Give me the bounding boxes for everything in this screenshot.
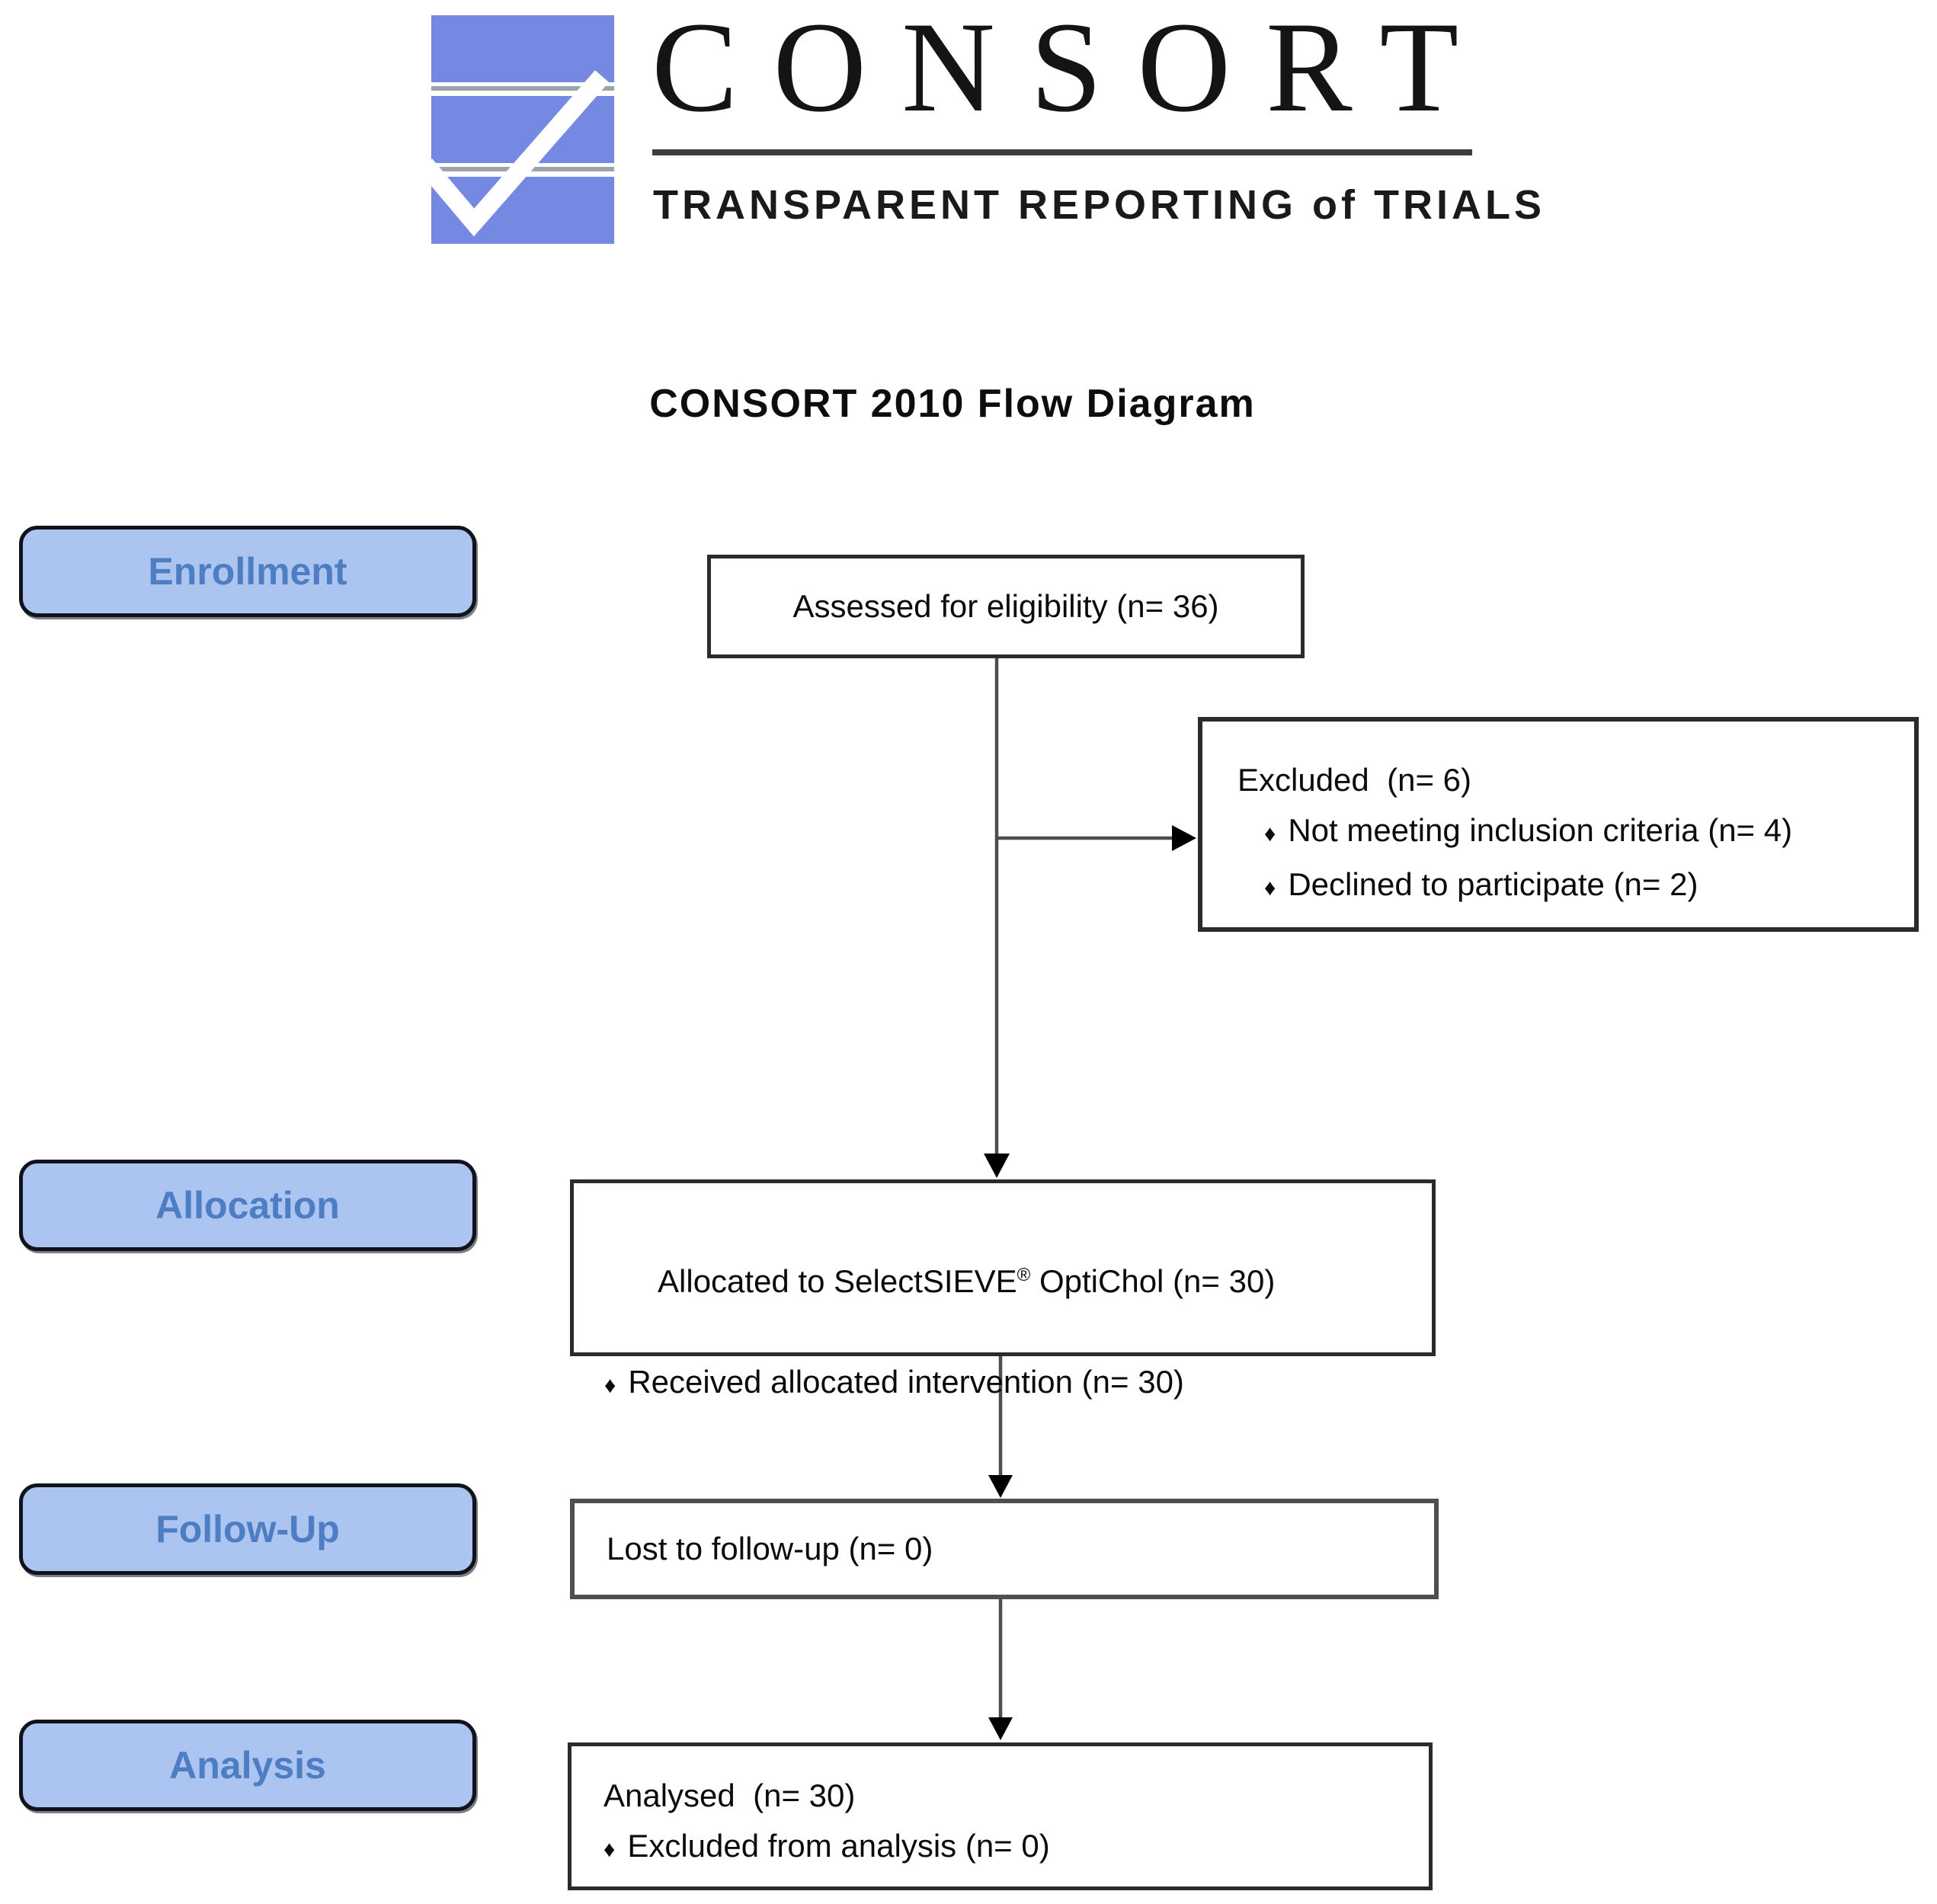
- registered-trademark-icon: ®: [1017, 1265, 1031, 1285]
- stage-label-text: Follow-Up: [155, 1508, 340, 1550]
- bullet-diamond-icon: ♦: [604, 1373, 616, 1398]
- bullet-diamond-icon: ♦: [1264, 821, 1276, 846]
- excluded-bullet-text: Not meeting inclusion criteria (n= 4): [1288, 812, 1793, 848]
- allocated-box: Allocated to SelectSIEVE® OptiChol (n= 3…: [570, 1179, 1436, 1400]
- stage-label-text: Allocation: [155, 1184, 340, 1227]
- consort-check-logo-icon: [431, 15, 614, 244]
- allocated-bullet-item: ♦ Received allocated intervention (n= 30…: [604, 1357, 1417, 1411]
- logo-gap-line: [431, 86, 614, 91]
- arrow-assessed-to-allocated: [984, 658, 1010, 1178]
- analysed-bullet-text: Excluded from analysis (n= 0): [627, 1828, 1050, 1864]
- allocated-title-pre: Allocated to SelectSIEVE: [658, 1263, 1017, 1299]
- allocated-bullet-text: Received allocated intervention (n= 30): [628, 1364, 1184, 1400]
- lost-text: Lost to follow-up (n= 0): [607, 1531, 933, 1566]
- excluded-title: Excluded (n= 6): [1237, 762, 1472, 798]
- excluded-bullet-item: ♦ Declined to participate (n= 2): [1264, 859, 1896, 914]
- brand-divider: [652, 149, 1472, 155]
- stage-label-allocation: Allocation: [19, 1160, 476, 1251]
- excluded-bullet-text: Declined to participate (n= 2): [1288, 866, 1698, 902]
- analysed-bullet-item: ♦ Excluded from analysis (n= 0): [604, 1821, 1414, 1875]
- excluded-box: Excluded (n= 6) ♦ Not meeting inclusion …: [1198, 717, 1919, 932]
- analysed-title: Analysed (n= 30): [604, 1778, 856, 1813]
- assessed-for-eligibility-box: Assessed for eligibility (n= 36): [707, 555, 1305, 658]
- allocated-title: Allocated to SelectSIEVE® OptiChol (n= 3…: [604, 1206, 1417, 1357]
- arrow-branch-to-excluded: [997, 825, 1196, 851]
- stage-label-analysis: Analysis: [19, 1720, 476, 1811]
- brand-wordmark: CONSORT: [652, 0, 1494, 139]
- analysed-box: Analysed (n= 30) ♦ Excluded from analysi…: [568, 1742, 1433, 1890]
- excluded-bullet-item: ♦ Not meeting inclusion criteria (n= 4): [1264, 805, 1896, 859]
- arrow-lost-to-analysed: [988, 1599, 1013, 1740]
- bullet-diamond-icon: ♦: [604, 1837, 616, 1862]
- stage-label-text: Analysis: [169, 1744, 326, 1787]
- page-title: CONSORT 2010 Flow Diagram: [649, 382, 1256, 426]
- brand-tagline: TRANSPARENT REPORTING of TRIALS: [653, 182, 1545, 228]
- lost-to-followup-box: Lost to follow-up (n= 0): [570, 1499, 1439, 1599]
- allocated-title-post: OptiChol (n= 30): [1030, 1263, 1276, 1299]
- stage-label-text: Enrollment: [148, 550, 347, 593]
- stage-label-followup: Follow-Up: [19, 1483, 476, 1575]
- logo-bar-top: [431, 15, 614, 82]
- assessed-text: Assessed for eligibility (n= 36): [792, 588, 1219, 624]
- bullet-diamond-icon: ♦: [1264, 875, 1276, 901]
- stage-label-enrollment: Enrollment: [19, 526, 476, 617]
- checkmark-icon: [431, 70, 610, 237]
